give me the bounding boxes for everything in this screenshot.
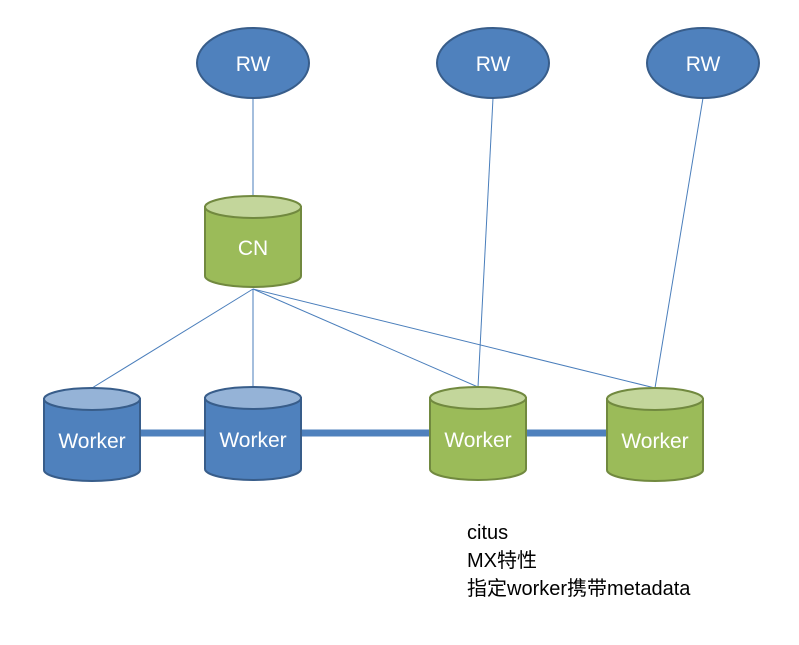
worker-node-2: Worker [204, 386, 302, 481]
rw-node-2-label: RW [476, 53, 511, 76]
worker-node-3-label: Worker [444, 429, 511, 452]
rw-node-1: RW [196, 27, 310, 99]
note-text: citus MX特性 指定worker携带metadata [467, 519, 690, 603]
worker-node-3: Worker [429, 386, 527, 481]
worker-node-1: Worker [43, 387, 141, 482]
rw-node-2: RW [436, 27, 550, 99]
note-line-3: 指定worker携带metadata [467, 578, 691, 600]
worker-node-2-label: Worker [219, 429, 286, 452]
rw-node-3-label: RW [686, 53, 721, 76]
edge-cn-w4 [252, 288, 656, 389]
edge-rw3-w4 [654, 97, 704, 389]
worker-node-1-label: Worker [58, 430, 125, 453]
rw-node-1-label: RW [236, 53, 271, 76]
rw-node-3: RW [646, 27, 760, 99]
note-line-2: MX特性 [467, 550, 537, 572]
note-line-1: citus [467, 522, 509, 544]
cn-node: CN [204, 195, 302, 288]
worker-node-4-label: Worker [621, 430, 688, 453]
edge-cn-w3 [252, 288, 479, 388]
cn-node-label: CN [238, 237, 268, 260]
edge-cn-w1 [91, 288, 254, 389]
worker-node-4: Worker [606, 387, 704, 482]
edges-layer [91, 97, 704, 437]
edge-rw2-w3 [477, 97, 494, 388]
